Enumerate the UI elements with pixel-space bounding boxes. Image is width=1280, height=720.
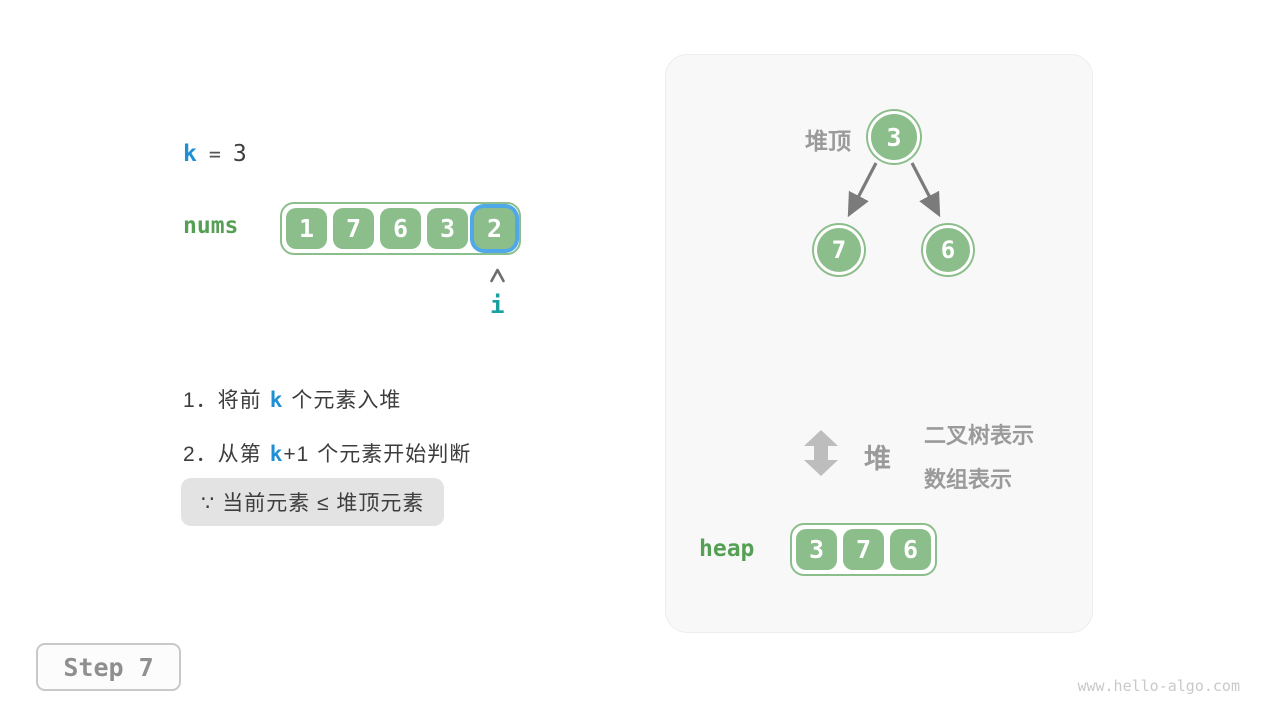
up-down-arrow-icon <box>804 430 838 476</box>
legend-array-representation: 数组表示 <box>924 467 1013 492</box>
heap-label: heap <box>699 536 755 562</box>
nums-cell: 6 <box>380 208 421 249</box>
equals-sign: = <box>208 142 221 166</box>
tree-edge-arrow-right <box>910 162 941 218</box>
nums-array: 1 7 6 3 2 <box>280 202 521 255</box>
heap-cell: 6 <box>890 529 931 570</box>
nums-label: nums <box>183 213 239 239</box>
tree-node-root: 3 <box>868 111 920 163</box>
instruction-1-prefix: 1．将前 <box>183 389 262 412</box>
k-plus-one: +1 <box>283 443 310 466</box>
instruction-line-2: 2．从第 k+1 个元素开始判断 <box>183 438 471 468</box>
k-variable: k <box>269 388 284 412</box>
tree-node-right: 6 <box>923 225 973 275</box>
k-variable: k <box>183 141 197 167</box>
instruction-1-suffix: 个元素入堆 <box>291 389 402 412</box>
index-pointer-label: i <box>490 291 505 319</box>
tree-edges <box>847 162 941 218</box>
legend-binary-tree-representation: 二叉树表示 <box>924 423 1035 448</box>
k-value: 3 <box>232 141 247 167</box>
nums-cell: 7 <box>333 208 374 249</box>
heap-cell: 7 <box>843 529 884 570</box>
k-equation: k = 3 <box>183 141 247 167</box>
tree-node-left: 7 <box>814 225 864 275</box>
pointer-caret-icon <box>490 268 505 283</box>
heap-cell: 3 <box>796 529 837 570</box>
nums-cell-highlighted: 2 <box>474 208 515 249</box>
nums-cell: 1 <box>286 208 327 249</box>
instruction-line-1: 1．将前 k 个元素入堆 <box>183 384 401 414</box>
heap-array: 3 7 6 <box>790 523 937 576</box>
tree-edge-arrow-left <box>847 162 878 218</box>
heap-word-label: 堆 <box>864 444 891 474</box>
nums-cell: 3 <box>427 208 468 249</box>
instruction-2-suffix: 个元素开始判断 <box>317 443 472 466</box>
k-variable: k <box>269 442 284 466</box>
heap-top-label: 堆顶 <box>805 128 851 154</box>
watermark: www.hello-algo.com <box>1077 677 1240 695</box>
condition-note: ∵ 当前元素 ≤ 堆顶元素 <box>181 478 445 526</box>
step-badge: Step 7 <box>36 643 181 691</box>
instruction-2-prefix: 2．从第 <box>183 443 262 466</box>
